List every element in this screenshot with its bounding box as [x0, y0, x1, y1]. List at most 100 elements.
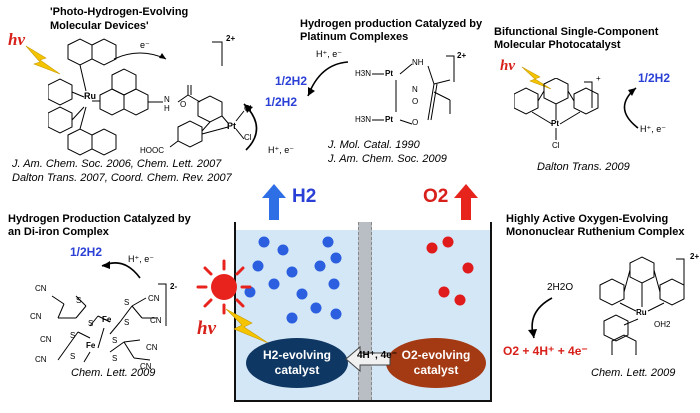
o2-catalyst-label-line1: O2-evolving — [401, 348, 471, 362]
diiron-title-line1: Hydrogen Production Catalyzed by — [8, 213, 191, 225]
diiron-cn-8: CN — [140, 362, 152, 371]
diiron-title-line2: an Di-iron Complex — [8, 226, 109, 238]
diiron-s-5: S — [70, 331, 76, 340]
pt-dimer-o-bottom: O — [412, 118, 419, 127]
diiron-s-1: S — [76, 296, 82, 305]
pt-dimer-title-line2: Platinum Complexes — [300, 31, 409, 43]
diiron-s-3: S — [124, 298, 130, 307]
cell-light-label: hν — [197, 318, 216, 339]
ru-dyad-amide-n: N — [164, 95, 170, 104]
pt-dimer-ref1: J. Mol. Catal. 1990 — [328, 139, 420, 151]
ru-mono-title-line2: Mononuclear Ruthenium Complex — [506, 226, 685, 238]
ru-mono-ref: Chem. Lett. 2009 — [591, 367, 676, 379]
gas-bubbles — [244, 236, 474, 324]
ru-dyad-title-line1: 'Photo-Hydrogen-Evolving — [50, 6, 189, 18]
ru-dyad-ref1: J. Am. Chem. Soc. 2006, Chem. Lett. 2007 — [12, 158, 222, 170]
ru-mono-metal: Ru — [636, 308, 647, 317]
h2-label: H2 — [292, 186, 317, 207]
diiron-ref: Chem. Lett. 2009 — [71, 367, 156, 379]
bifunctional-cycle-arrow — [623, 87, 639, 129]
pt-dimer-pt-top: Pt — [385, 69, 393, 78]
bifunctional-input: H⁺, e⁻ — [640, 124, 667, 134]
bifunctional-metal-pt: Pt — [551, 119, 559, 128]
ru-dyad-structure — [48, 38, 245, 156]
diiron-cn-3: CN — [148, 294, 160, 303]
diiron-cn-7: CN — [146, 343, 158, 352]
ru-dyad-amide-o: O — [180, 100, 187, 109]
ru-dyad-lightning-icon — [25, 45, 61, 75]
diiron-cn-1: CN — [35, 284, 47, 293]
diiron-cn-6: CN — [35, 355, 47, 364]
bifunctional-title-line1: Bifunctional Single-Component — [494, 26, 659, 38]
ru-mono-water: 2H2O — [547, 282, 574, 293]
ru-dyad-electron-arrow — [113, 52, 167, 60]
ru-mono-cycle-arrow — [528, 297, 553, 339]
bifunctional-product: 1/2H2 — [638, 71, 671, 85]
h2-up-arrow-icon — [262, 184, 286, 220]
ru-dyad-input: H⁺, e⁻ — [268, 145, 295, 155]
pt-dimer-structure — [372, 55, 455, 125]
pt-dimer-input: H⁺, e⁻ — [316, 49, 343, 59]
ru-dyad-amide-h: H — [164, 104, 170, 113]
ru-dyad-ref2: Dalton Trans. 2007, Coord. Chem. Rev. 20… — [12, 172, 232, 184]
pt-dimer-pt-bottom: Pt — [385, 115, 393, 124]
pt-dimer-h3n-top: H3N — [355, 69, 372, 78]
ru-mono-title-line1: Highly Active Oxygen-Evolving — [506, 213, 669, 225]
ru-dyad-cycle-arrow — [243, 103, 258, 151]
diiron-structure — [51, 283, 167, 363]
pt-dimer-ref2: J. Am. Chem. Soc. 2009 — [328, 153, 447, 165]
bifunctional-charge: + — [596, 74, 601, 83]
o2-label: O2 — [423, 186, 449, 207]
ru-dyad-cooh: HOOC — [140, 146, 164, 155]
diiron-charge: 2- — [170, 282, 178, 291]
pt-dimer-cycle-arrow — [307, 61, 349, 97]
diiron-s-6: S — [70, 352, 76, 361]
pt-dimer-h3n-bottom: H3N — [355, 115, 372, 124]
diiron-cn-5: CN — [40, 335, 52, 344]
bifunctional-lightning-icon — [521, 66, 552, 90]
o2-up-arrow-icon — [454, 184, 478, 220]
sun-icon — [196, 259, 252, 315]
ru-dyad-charge: 2+ — [226, 34, 236, 43]
pt-dimer-n: N — [412, 85, 418, 94]
bifunctional-cl: Cl — [552, 141, 560, 150]
pt-dimer-nh: NH — [412, 58, 424, 67]
bifunctional-ref: Dalton Trans. 2009 — [537, 161, 630, 173]
transfer-label: 4H⁺, 4e⁻ — [357, 350, 398, 361]
diiron-product: 1/2H2 — [70, 245, 103, 259]
transfer-arrow-icon — [345, 345, 391, 373]
diiron-cn-2: CN — [30, 312, 42, 321]
o2-evolving-catalyst: O2-evolving catalyst — [386, 338, 486, 388]
ru-mono-charge: 2+ — [690, 252, 700, 261]
bifunctional-structure — [514, 78, 599, 140]
diiron-s-4: S — [124, 318, 130, 327]
o2-catalyst-label-line2: catalyst — [413, 363, 459, 377]
diiron-s-8: S — [112, 354, 118, 363]
ru-dyad-bracket — [212, 41, 223, 66]
diiron-fe-top: Fe — [102, 315, 112, 324]
diiron-s-7: S — [112, 336, 118, 345]
h2-catalyst-label-line2: catalyst — [274, 363, 320, 377]
ru-dyad-title-line2: Molecular Devices' — [50, 20, 149, 32]
ru-dyad-cl-bottom: Cl — [244, 133, 252, 142]
diiron-fe-bottom: Fe — [86, 341, 96, 350]
ru-mono-products: O2 + 4H⁺ + 4e⁻ — [503, 344, 588, 358]
diiron-input: H⁺, e⁻ — [128, 254, 155, 264]
ru-dyad-product: 1/2H2 — [265, 95, 298, 109]
ru-mono-structure — [599, 256, 685, 355]
bifunctional-title-line2: Molecular Photocatalyst — [494, 39, 621, 51]
ru-dyad-light-label: hν — [8, 30, 25, 49]
diiron-s-2: S — [88, 319, 94, 328]
ru-dyad-electron: e⁻ — [140, 40, 150, 50]
ru-dyad-metal-pt: Pt — [227, 121, 236, 131]
ru-mono-ligand: OH2 — [654, 320, 671, 329]
pt-dimer-product: 1/2H2 — [275, 74, 308, 88]
ru-dyad-metal-ru: Ru — [84, 91, 96, 101]
diiron-cn-4: CN — [150, 316, 162, 325]
h2-catalyst-label-line1: H2-evolving — [262, 348, 331, 362]
pt-dimer-o-top: O — [412, 97, 419, 106]
pt-dimer-charge: 2+ — [457, 51, 467, 60]
h2-evolving-catalyst: H2-evolving catalyst — [246, 338, 348, 388]
bifunctional-light-label: hν — [500, 58, 515, 74]
diiron-cycle-arrow — [101, 261, 141, 279]
